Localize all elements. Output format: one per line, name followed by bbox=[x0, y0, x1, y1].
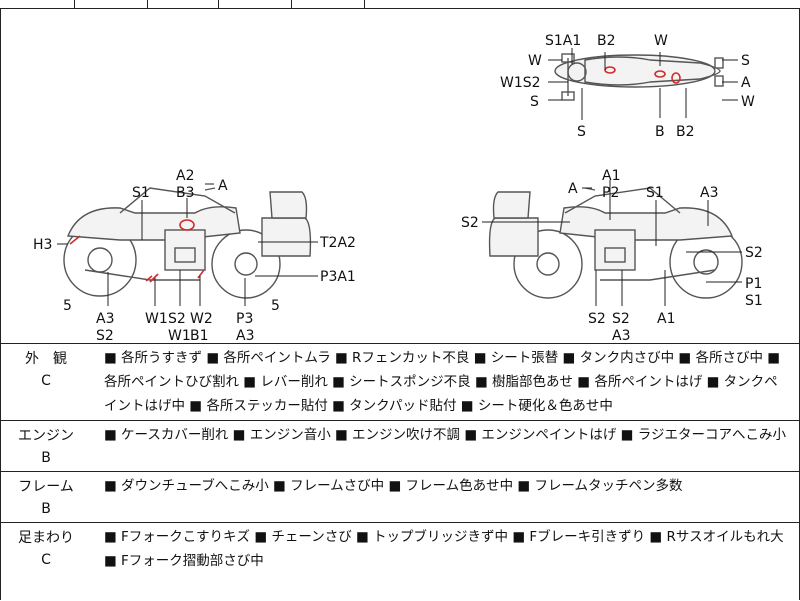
left-side-leaders bbox=[57, 183, 318, 306]
diagram-label: B bbox=[655, 124, 665, 140]
diagram-label: S2 bbox=[612, 311, 630, 327]
diagram-label: B1 bbox=[190, 328, 209, 343]
strip-cell bbox=[75, 0, 148, 8]
diagram-label: B2 bbox=[597, 33, 616, 49]
strip-cell bbox=[292, 0, 365, 8]
section-grade: C bbox=[41, 552, 51, 568]
diagram-label: W2 bbox=[190, 311, 213, 327]
strip-cell bbox=[148, 0, 219, 8]
top-table-strip bbox=[0, 0, 800, 9]
section-name: エンジン bbox=[18, 428, 74, 444]
section-grade: B bbox=[41, 501, 51, 517]
diagram-label: P3 bbox=[236, 311, 253, 327]
section-notes: ■ ダウンチューブへこみ小 ■ フレームさび中 ■ フレーム色あせ中 ■ フレー… bbox=[104, 478, 683, 494]
diagram-label: A1 bbox=[657, 311, 675, 327]
diagram-label: H3 bbox=[33, 237, 52, 253]
section-exterior: 外 観 C ■ 各所うすきず ■ 各所ペイントムラ ■ Rフェンカット不良 ■ … bbox=[0, 343, 800, 420]
diagram-label: A bbox=[568, 181, 578, 197]
section-notes: ■ Fフォークこすりキズ ■ チェーンさび ■ トップブリッジきず中 ■ Fブレ… bbox=[104, 529, 784, 569]
diagram-label: 5 bbox=[271, 298, 280, 314]
diagram-label: W bbox=[654, 33, 668, 49]
diagram-label: A3 bbox=[236, 328, 254, 343]
diagram-label: A3 bbox=[612, 328, 630, 343]
diagram-label: T2A2 bbox=[319, 235, 356, 251]
diagram-label: S1 bbox=[646, 185, 664, 201]
section-notes: ■ 各所うすきず ■ 各所ペイントムラ ■ Rフェンカット不良 ■ シート張替 … bbox=[104, 350, 780, 414]
diagram-label: S1 bbox=[132, 185, 150, 201]
section-label: 外 観 C bbox=[0, 344, 92, 392]
section-notes: ■ ケースカバー削れ ■ エンジン音小 ■ エンジン吹け不調 ■ エンジンペイン… bbox=[104, 427, 786, 443]
diagram-label: S bbox=[577, 124, 586, 140]
diagram-label: 5 bbox=[63, 298, 72, 314]
section-frame: フレーム B ■ ダウンチューブへこみ小 ■ フレームさび中 ■ フレーム色あせ… bbox=[0, 471, 800, 522]
section-label: エンジン B bbox=[0, 421, 92, 469]
section-name: フレーム bbox=[18, 479, 74, 495]
diagram-label: B2 bbox=[676, 124, 695, 140]
diagram-label: A bbox=[741, 75, 751, 91]
section-grade: C bbox=[41, 373, 51, 389]
top-view-leaders bbox=[548, 48, 738, 120]
diagram-label: S1A1 bbox=[545, 33, 581, 49]
diagram-label: S2 bbox=[461, 215, 479, 231]
diagram-label: W1S2 bbox=[500, 75, 541, 91]
diagram-label: S2 bbox=[588, 311, 606, 327]
diagram-label: S1 bbox=[745, 293, 763, 309]
diagram-label: W1 bbox=[168, 328, 191, 343]
motorcycle-diagram-svg: S1A1 B2 W W W1S2 S S B B2 S A W bbox=[33, 33, 763, 343]
section-grade: B bbox=[41, 450, 51, 466]
diagram-label: P3A1 bbox=[320, 269, 356, 285]
diagram-label: W1 bbox=[145, 311, 168, 327]
diagram-label: S2 bbox=[96, 328, 114, 343]
diagram-label: S bbox=[741, 53, 750, 69]
section-label: フレーム B bbox=[0, 472, 92, 520]
diagram-label: S2 bbox=[745, 245, 763, 261]
diagram-label: S2 bbox=[168, 311, 186, 327]
section-name: 外 観 bbox=[25, 351, 67, 367]
section-engine: エンジン B ■ ケースカバー削れ ■ エンジン音小 ■ エンジン吹け不調 ■ … bbox=[0, 420, 800, 471]
section-name: 足まわり bbox=[18, 530, 74, 546]
right-side-leaders bbox=[482, 180, 742, 306]
diagram-label: P2 bbox=[602, 185, 619, 201]
strip-cell bbox=[0, 0, 75, 8]
diagram-label: W bbox=[528, 53, 542, 69]
diagram-label: A3 bbox=[700, 185, 718, 201]
diagram-label: S bbox=[530, 94, 539, 110]
diagram-label: A bbox=[218, 178, 228, 194]
diagram-label: B3 bbox=[176, 185, 195, 201]
left-side-bike bbox=[63, 187, 312, 299]
diagram-label: A2 bbox=[176, 168, 194, 184]
top-view-bike bbox=[554, 53, 724, 101]
strip-cell bbox=[219, 0, 292, 8]
damage-diagram: S1A1 B2 W W W1S2 S S B B2 S A W bbox=[0, 8, 800, 343]
section-suspension: 足まわり C ■ Fフォークこすりキズ ■ チェーンさび ■ トップブリッジきず… bbox=[0, 522, 800, 601]
section-label: 足まわり C bbox=[0, 523, 92, 571]
diagram-label: A3 bbox=[96, 311, 114, 327]
diagram-label: A1 bbox=[602, 168, 620, 184]
right-side-bike bbox=[488, 187, 743, 299]
diagram-label: P1 bbox=[745, 276, 762, 292]
diagram-label: W bbox=[741, 94, 755, 110]
